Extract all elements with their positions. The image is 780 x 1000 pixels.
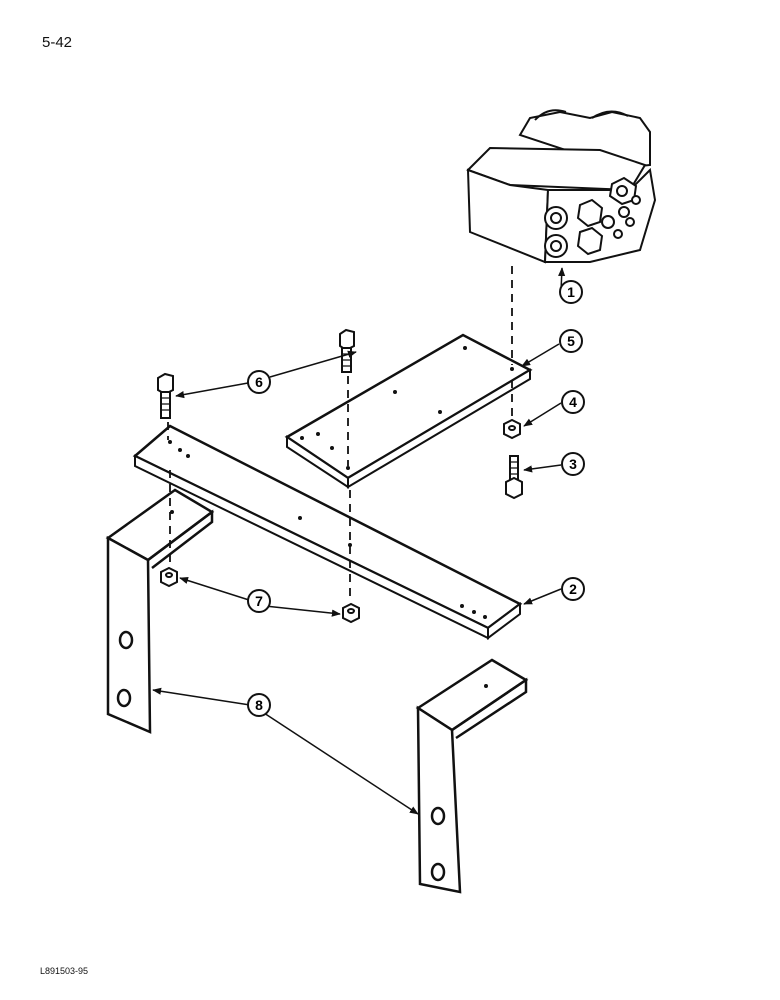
callout-6: 6 [247, 370, 271, 394]
callout-7: 7 [247, 589, 271, 613]
mounting-plate-part [284, 333, 533, 489]
callout-1: 1 [559, 280, 583, 304]
assembly-alignment-lines [167, 266, 513, 602]
callout-3: 3 [561, 452, 585, 476]
callout-8: 8 [247, 693, 271, 717]
callout-label-6: 6 [255, 374, 263, 390]
nut-part-7-right [342, 602, 360, 624]
illustration-reference-code: L891503-95 [40, 966, 89, 976]
nut-part-4 [503, 418, 521, 440]
bolt-part-3 [505, 455, 523, 500]
callout-label-5: 5 [567, 333, 575, 349]
right-bracket-part [415, 658, 529, 894]
nut-part-7-left [160, 566, 178, 588]
callout-2: 2 [561, 577, 585, 601]
callout-label-8: 8 [255, 697, 263, 713]
callout-label-2: 2 [569, 581, 577, 597]
bolt-part-left [157, 372, 174, 419]
callout-label-7: 7 [255, 593, 263, 609]
page-number: 5-42 [42, 34, 73, 51]
callout-label-4: 4 [569, 394, 577, 410]
control-valve-part [466, 109, 657, 264]
callout-label-1: 1 [567, 284, 575, 300]
callout-5: 5 [559, 329, 583, 353]
mounting-bar-part [132, 424, 523, 640]
callout-label-3: 3 [569, 456, 577, 472]
bolt-part-upper [339, 328, 355, 373]
callout-4: 4 [561, 390, 585, 414]
leader-lines [152, 267, 566, 815]
left-bracket-part [105, 488, 215, 734]
